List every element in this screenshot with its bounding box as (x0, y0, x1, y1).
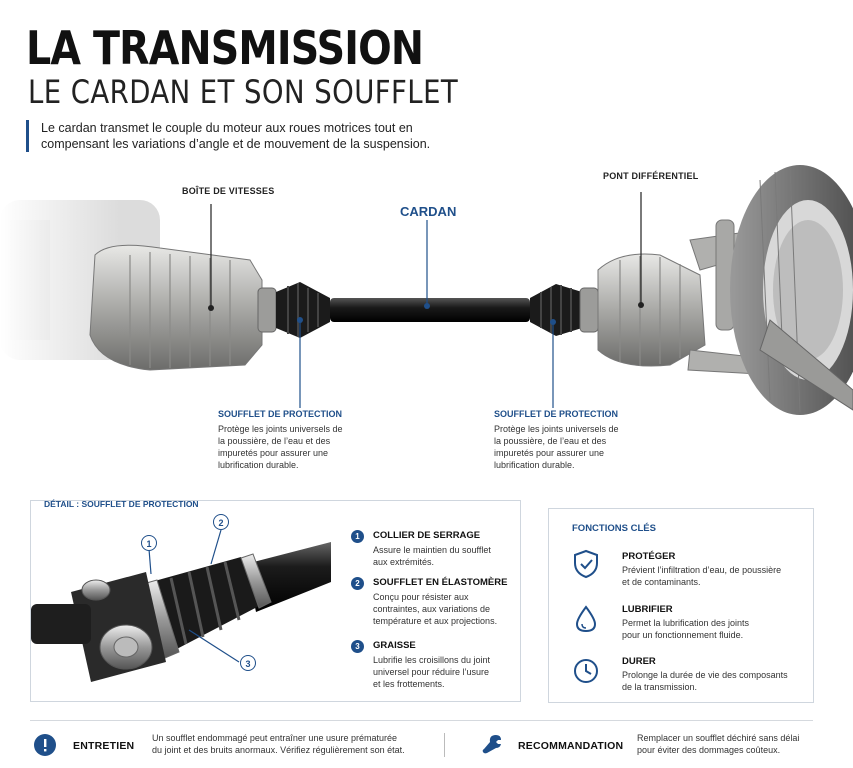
boot-left-title: SOUFFLET DE PROTECTION (218, 409, 343, 419)
detail-item-1-desc-1: Assure le maintien du soufflet (373, 545, 491, 555)
drivetrain-illustration (0, 165, 853, 415)
detail-item-1: 1 COLLIER DE SERRAGE Assure le maintien … (351, 530, 516, 568)
differential-label: PONT DIFFÉRENTIEL (603, 171, 699, 181)
function-last-title: DURER (622, 656, 656, 667)
footer-divider-top (30, 720, 813, 721)
right-boot (530, 284, 599, 336)
page-subtitle: LE CARDAN ET SON SOUFFLET (28, 73, 459, 111)
maintenance-title: ENTRETIEN (73, 740, 135, 752)
boot-right-desc-3: impuretés pour assurer une (494, 448, 605, 458)
detail-item-3-desc-1: Lubrifie les croisillons du joint (373, 655, 491, 665)
detail-item-3-number: 3 (351, 640, 364, 653)
detail-heading: DÉTAIL : SOUFFLET DE PROTECTION (44, 499, 199, 509)
boot-left-desc-2: la poussière, de l’eau et des (218, 436, 331, 446)
boot-right-desc-2: la poussière, de l’eau et des (494, 436, 607, 446)
recommendation-text-1: Remplacer un soufflet déchiré sans délai (637, 733, 800, 743)
recommendation-text: Remplacer un soufflet déchiré sans délai… (637, 732, 827, 756)
boot-detail-illustration (31, 529, 331, 682)
boot-right-title: SOUFFLET DE PROTECTION (494, 409, 619, 419)
maintenance-text-2: du joint et des bruits anormaux. Vérifie… (152, 745, 405, 755)
wheel (730, 165, 853, 415)
drive-shaft (330, 298, 530, 322)
detail-item-2: 2 SOUFFLET EN ÉLASTOMÈRE Conçu pour rési… (351, 577, 516, 627)
maintenance-text: Un soufflet endommagé peut entraîner une… (152, 732, 442, 756)
detail-item-1-desc-2: aux extrémités. (373, 557, 435, 567)
boot-left-desc-4: lubrification durable. (218, 460, 299, 470)
detail-universal-joint (31, 572, 166, 682)
detail-item-3-desc-3: et les frottements. (373, 679, 445, 689)
detail-marker-1: 1 (141, 535, 157, 551)
gearbox-label: BOÎTE DE VITESSES (182, 186, 275, 196)
function-protect-title: PROTÉGER (622, 551, 676, 562)
recommendation-text-2: pour éviter des dommages coûteux. (637, 745, 781, 755)
detail-item-2-desc-1: Conçu pour résister aux (373, 592, 469, 602)
detail-item-3-desc-2: universel pour réduire l’usure (373, 667, 490, 677)
intro-text: Le cardan transmet le couple du moteur a… (26, 120, 441, 152)
drop-icon (575, 605, 597, 633)
detail-marker-3: 3 (240, 655, 256, 671)
detail-marker-2: 2 (213, 514, 229, 530)
boot-right-desc-4: lubrification durable. (494, 460, 575, 470)
clock-icon (574, 659, 598, 683)
detail-item-1-number: 1 (351, 530, 364, 543)
function-lubricate-desc-2: pour un fonctionnement fluide. (622, 630, 744, 640)
differential (597, 253, 706, 367)
function-protect-desc-1: Prévient l’infiltration d’eau, de poussi… (622, 565, 782, 575)
functions-panel (548, 508, 814, 703)
detail-boot (151, 557, 263, 652)
boot-right-desc-1: Protège les joints universels de (494, 424, 619, 434)
detail-item-2-desc-2: contraintes, aux variations de (373, 604, 491, 614)
shield-check-icon (574, 549, 598, 579)
detail-item-3: 3 GRAISSE Lubrifie les croisillons du jo… (351, 640, 516, 690)
boot-left-desc-3: impuretés pour assurer une (218, 448, 329, 458)
left-boot (276, 282, 330, 338)
function-lubricate: LUBRIFIER Permet la lubrification des jo… (622, 604, 807, 641)
recommendation-title: RECOMMANDATION (518, 740, 624, 752)
function-last: DURER Prolonge la durée de vie des compo… (622, 656, 807, 693)
footer-separator (444, 733, 445, 757)
detail-item-2-desc-3: température et aux projections. (373, 616, 498, 626)
function-lubricate-title: LUBRIFIER (622, 604, 673, 615)
page-title: LA TRANSMISSION (26, 21, 424, 75)
function-protect: PROTÉGER Prévient l’infiltration d’eau, … (622, 551, 807, 588)
function-last-desc-2: de la transmission. (622, 682, 698, 692)
boot-left-callout: SOUFFLET DE PROTECTION Protège les joint… (218, 409, 388, 471)
gearbox (89, 244, 277, 371)
info-icon (34, 734, 56, 756)
functions-heading: FONCTIONS CLÉS (572, 523, 656, 534)
detail-item-2-number: 2 (351, 577, 364, 590)
boot-left-desc-1: Protège les joints universels de (218, 424, 343, 434)
function-protect-desc-2: et de contaminants. (622, 577, 701, 587)
boot-right-callout: SOUFFLET DE PROTECTION Protège les joint… (494, 409, 664, 471)
shaft-label: CARDAN (400, 204, 457, 219)
detail-item-2-title: SOUFFLET EN ÉLASTOMÈRE (373, 577, 508, 588)
function-lubricate-desc-1: Permet la lubrification des joints (622, 618, 750, 628)
detail-item-1-title: COLLIER DE SERRAGE (373, 530, 481, 541)
function-last-desc-1: Prolonge la durée de vie des composants (622, 670, 788, 680)
maintenance-text-1: Un soufflet endommagé peut entraîner une… (152, 733, 397, 743)
detail-clamp-right (240, 553, 272, 609)
detail-item-3-title: GRAISSE (373, 640, 416, 651)
wrench-icon (482, 735, 501, 754)
